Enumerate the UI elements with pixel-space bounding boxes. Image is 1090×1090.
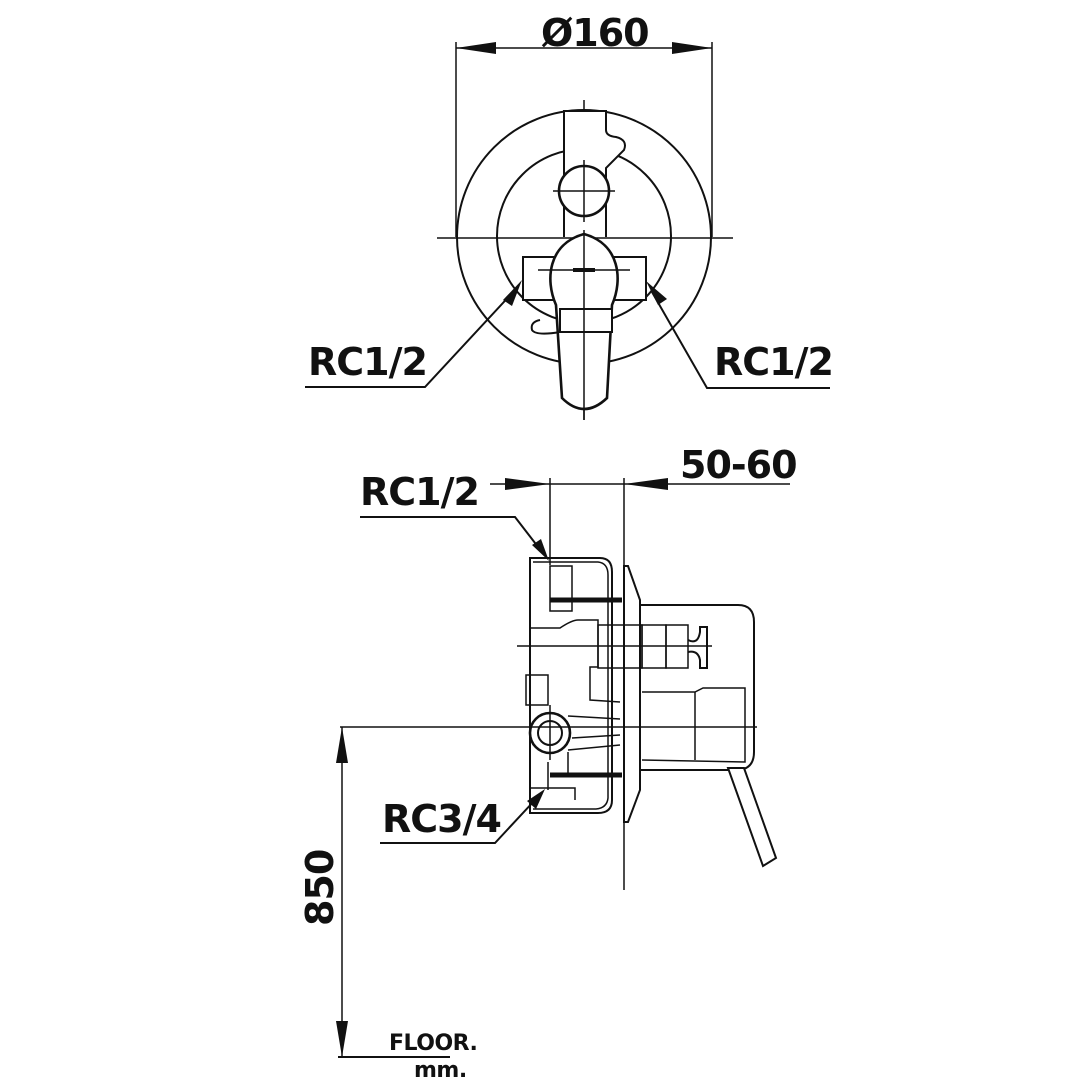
leader-outlet xyxy=(380,799,536,844)
arrow-depth-right xyxy=(624,478,668,490)
body-step xyxy=(530,787,576,800)
arrow-height-bottom xyxy=(336,1021,348,1057)
handle-side-bump xyxy=(530,319,561,335)
arrow-right xyxy=(672,42,712,54)
arrow-height-top xyxy=(336,727,348,763)
logo-mark xyxy=(573,268,595,272)
valve-body xyxy=(529,557,613,814)
inlet-left-label: RC1/2 xyxy=(308,340,428,384)
leader-outlet-arrow xyxy=(527,789,545,809)
side-inlet-label: RC1/2 xyxy=(360,470,480,514)
leader-inlet xyxy=(360,516,543,553)
leader-left xyxy=(305,289,516,388)
inlet-port xyxy=(549,565,573,612)
unit-label: mm. xyxy=(414,1058,467,1083)
diameter-label: Ø160 xyxy=(541,11,650,55)
side-view xyxy=(336,478,790,1058)
arrow-depth-left xyxy=(505,478,550,490)
leader-right-arrow xyxy=(646,281,667,305)
floor-label: FLOOR. xyxy=(389,1031,478,1056)
inlet-right-label: RC1/2 xyxy=(714,340,834,384)
diverter-knob-side xyxy=(687,626,708,669)
lever-handle-side xyxy=(726,767,778,868)
outlet-channel xyxy=(567,715,621,751)
handle-collar xyxy=(559,308,613,333)
outlet-label: RC3/4 xyxy=(382,797,502,841)
top-view xyxy=(305,42,830,420)
arrow-left xyxy=(456,42,496,54)
body-lug xyxy=(525,674,549,706)
depth-label: 50-60 xyxy=(680,443,798,487)
leader-inlet-arrow xyxy=(532,539,549,561)
leader-right xyxy=(651,291,830,389)
height-label: 850 xyxy=(298,849,342,926)
body-channel xyxy=(530,619,621,703)
cover-plate-side xyxy=(623,565,641,823)
valve-body-inner xyxy=(533,561,609,810)
handle-inner xyxy=(641,687,746,763)
leader-left-arrow xyxy=(503,280,522,306)
